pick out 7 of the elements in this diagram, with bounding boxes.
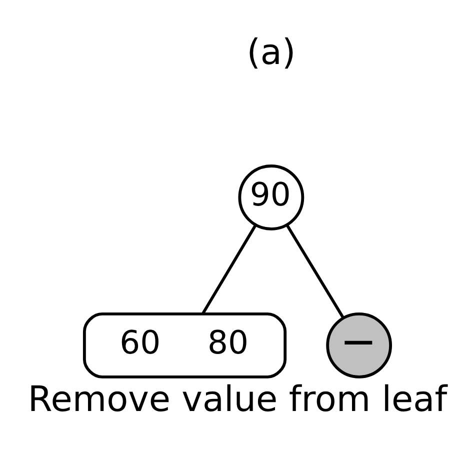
diagram-title: (a) bbox=[246, 31, 296, 72]
caption: Remove value from leaf bbox=[27, 378, 447, 420]
connector bbox=[201, 224, 256, 314]
node-circle: − bbox=[326, 312, 392, 378]
node-box: 60 80 bbox=[82, 312, 286, 378]
node-circle: 90 bbox=[238, 164, 304, 230]
connector bbox=[285, 224, 344, 318]
